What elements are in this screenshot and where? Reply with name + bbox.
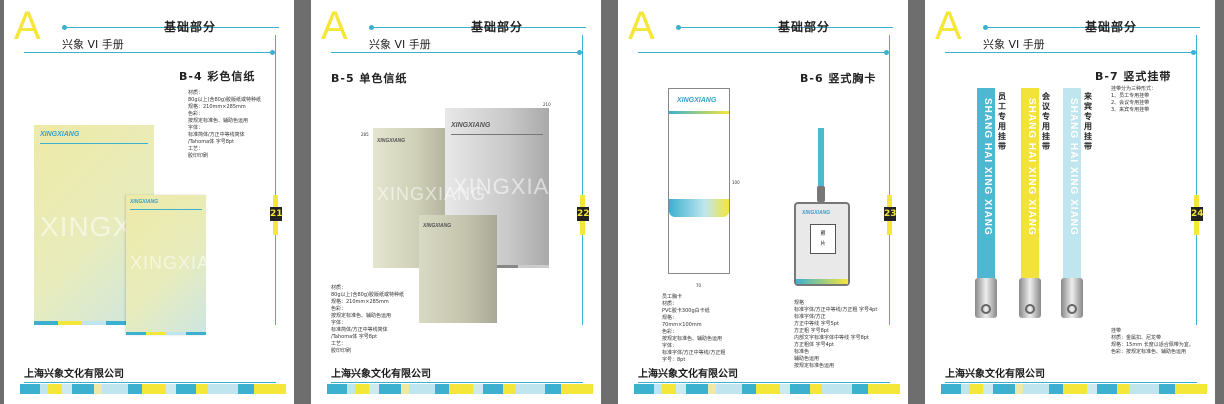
strap-text: SHANG HAI XING XIANG <box>1068 98 1079 236</box>
strap-spec-notes: 挂带材质：金属扣、尼龙带规格：15mm 长度以适合佩带为宜。色彩：按规定标准色、… <box>1111 328 1194 355</box>
letterhead-logo: XINGXIANG <box>423 223 452 229</box>
manual-title: 兴象 VI 手册 <box>983 38 1045 51</box>
page-number: 22 <box>577 207 590 221</box>
strap-clip <box>975 278 997 318</box>
letterhead-watermark: XINGXIANG <box>453 174 585 199</box>
rule-dot <box>577 50 582 55</box>
rule-dot <box>884 50 889 55</box>
item-title: B-5 单色信纸 <box>331 72 408 85</box>
header-rule-2 <box>331 52 579 53</box>
manual-title: 兴象 VI 手册 <box>62 38 124 51</box>
letterhead-logo: XINGXIANG <box>377 138 406 144</box>
badge-front: XINGXIANG <box>668 88 730 274</box>
company-name: 上海兴象文化有限公司 <box>24 369 124 380</box>
letterhead-logo: XINGXIANG <box>130 199 159 205</box>
strap-guest: SHANG HAI XING XIANG <box>1063 88 1081 278</box>
strap-staff: SHANG HAI XING XIANG <box>977 88 995 278</box>
footer-rule <box>638 382 890 383</box>
item-title: B-7 竖式挂带 <box>1095 70 1172 83</box>
strap-clip <box>1061 278 1083 318</box>
footer-rule <box>24 382 276 383</box>
lanyard-strap <box>818 128 824 188</box>
manual-title: 兴象 VI 手册 <box>369 38 431 51</box>
badge-logo: XINGXIANG <box>677 97 717 104</box>
rule-dot <box>983 25 988 30</box>
strap-label: 会议专用挂带 <box>1042 92 1050 151</box>
footer-rule <box>945 382 1197 383</box>
strap-conference: SHANG HAI XING XIANG <box>1021 88 1039 278</box>
header-rule-2 <box>24 52 272 53</box>
spec-notes: 材质：80g以上(含80g)胶版纸或特种纸规格：210mm×285mm 色彩：按… <box>188 90 261 159</box>
color-stripe <box>634 384 900 394</box>
dimension-label: 100 <box>732 180 740 185</box>
item-title: B-4 彩色信纸 <box>179 70 256 83</box>
section-letter: A <box>321 4 348 48</box>
spec-notes: 材质：80g以上(含80g)胶版纸或特种纸规格：210mm×285mm 色彩：按… <box>331 285 404 354</box>
color-stripe <box>941 384 1207 394</box>
header-rule <box>985 27 1200 28</box>
section-letter: A <box>14 4 41 48</box>
rule-dot <box>1191 50 1196 55</box>
badge-logo: XINGXIANG <box>802 210 831 216</box>
photo-box: 照片 <box>810 224 836 254</box>
page-24: A 基础部分 兴象 VI 手册 24 B-7 竖式挂带 挂带分为三种形式：1、员… <box>925 0 1215 404</box>
strap-text: SHANG HAI XING XIANG <box>982 98 993 236</box>
header-rule <box>64 27 279 28</box>
strap-clip <box>1019 278 1041 318</box>
letterhead-logo: XINGXIANG <box>40 131 80 138</box>
page-number: 23 <box>884 207 897 221</box>
section-title: 基础部分 <box>164 20 217 34</box>
rule-dot <box>369 25 374 30</box>
color-stripe <box>327 384 593 394</box>
rule-dot <box>676 25 681 30</box>
badge-holder: XINGXIANG 照片 <box>794 202 850 286</box>
page-number: 21 <box>270 207 283 221</box>
letterhead-watermark: XINGXIANG <box>130 253 240 273</box>
strap-label: 员工专用挂带 <box>998 92 1006 151</box>
company-name: 上海兴象文化有限公司 <box>331 369 431 380</box>
company-name: 上海兴象文化有限公司 <box>638 369 738 380</box>
page-22: A 基础部分 兴象 VI 手册 22 B-5 单色信纸 XINGXIANG XI… <box>311 0 601 404</box>
company-name: 上海兴象文化有限公司 <box>945 369 1045 380</box>
header-rule <box>678 27 893 28</box>
section-letter: A <box>935 4 962 48</box>
dimension-label: 285 <box>361 132 369 137</box>
letterhead-watermark: XINGXIANG <box>377 184 487 204</box>
footer-rule <box>331 382 583 383</box>
header-rule <box>371 27 586 28</box>
margin-rule <box>1196 35 1197 325</box>
lanyard-clip <box>817 186 825 202</box>
item-title: B-6 竖式胸卡 <box>800 72 877 85</box>
rule-dot <box>62 25 67 30</box>
mono-letterhead-left: XINGXIANG XINGXIANG <box>373 128 485 268</box>
letterhead-logo: XINGXIANG <box>451 122 491 129</box>
page-23: A 基础部分 23 B-6 竖式胸卡 XINGXIANG 100 70 XING… <box>618 0 908 404</box>
dimension-label: 70 <box>696 283 702 288</box>
section-title: 基础部分 <box>1085 20 1138 34</box>
strap-text: SHANG HAI XING XIANG <box>1026 98 1037 236</box>
mono-letterhead-front: XINGXIANG <box>419 215 497 323</box>
header-rule-2 <box>945 52 1193 53</box>
section-title: 基础部分 <box>778 20 831 34</box>
margin-rule <box>889 35 890 325</box>
color-stripe <box>20 384 286 394</box>
margin-rule <box>275 35 276 325</box>
page-21: A 基础部分 兴象 VI 手册 21 B-4 彩色信纸 材质：80g以上(含80… <box>4 0 294 404</box>
rule-dot <box>270 50 275 55</box>
margin-rule <box>582 35 583 325</box>
page-number: 24 <box>1191 207 1204 221</box>
section-letter: A <box>628 4 655 48</box>
section-title: 基础部分 <box>471 20 524 34</box>
strap-label: 来宾专用挂带 <box>1084 92 1092 151</box>
header-rule-2 <box>638 52 886 53</box>
dimension-label: 210 <box>543 102 551 107</box>
letterhead-small: XINGXIANG XINGXIANG <box>126 195 238 335</box>
